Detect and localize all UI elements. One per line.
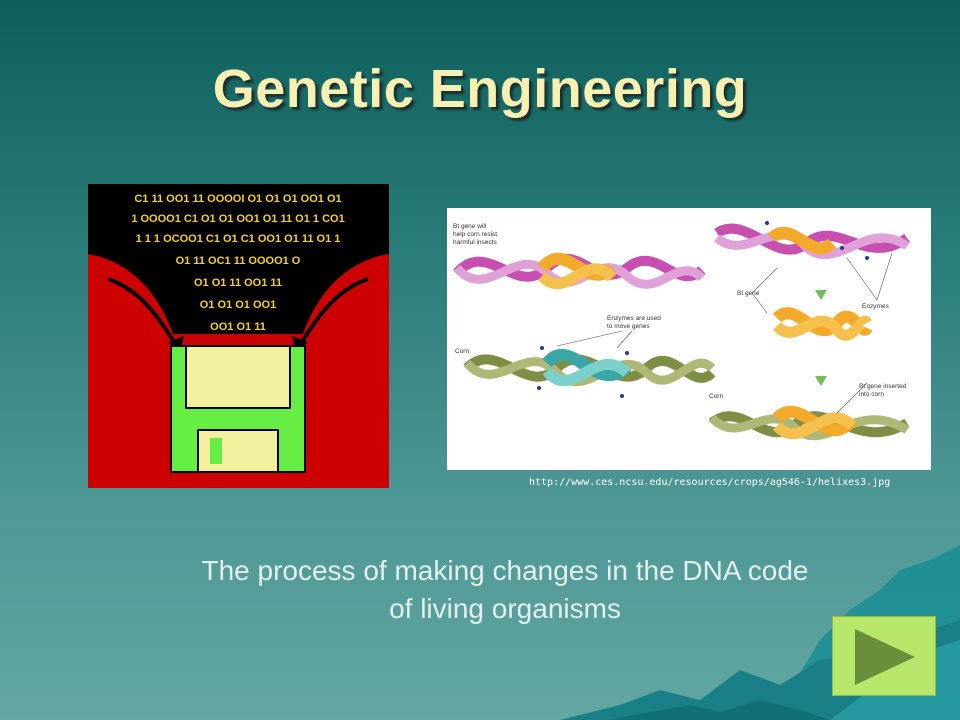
label-bt-gene-will: Bt gene will	[453, 223, 487, 230]
label-corn-right: Corn	[709, 393, 723, 400]
helix-right-bottom	[708, 405, 910, 441]
label-bt-gene: Bt gene	[737, 290, 760, 297]
binary-row: O1 O1 11 OO1 11	[194, 277, 282, 289]
label-to-move-genes: to move genes	[607, 323, 650, 330]
label-enzymes-used: Enzymes are used	[607, 315, 661, 322]
label-help-corn: help corn resist	[453, 231, 497, 238]
next-slide-button[interactable]	[832, 616, 936, 696]
floppy-disk-image: C1 11 OO1 11 OOOOI O1 O1 O1 OO1 O1 1 OOO…	[88, 184, 389, 488]
slide-subtitle: The process of making changes in the DNA…	[150, 552, 860, 628]
binary-row: 1 1 1 OCOO1 C1 O1 C1 OO1 O1 11 O1 1	[136, 233, 341, 245]
subtitle-line-1: The process of making changes in the DNA…	[201, 555, 809, 586]
label-enzymes: Enzymes	[862, 303, 889, 310]
binary-row: O1 O1 O1 OO1	[200, 299, 276, 311]
binary-row: C1 11 OO1 11 OOOOI O1 O1 O1 OO1 O1	[134, 193, 341, 205]
image-credit-url: http://www.ces.ncsu.edu/resources/crops/…	[529, 477, 891, 488]
slide-title: Genetic Engineering	[212, 59, 748, 119]
label-into-corn: into corn	[859, 391, 884, 398]
helix-top-left	[453, 252, 706, 289]
label-bt-inserted: Bt gene inserted	[859, 383, 907, 390]
helix-bottom-left	[463, 346, 716, 398]
helix-right-middle	[772, 290, 873, 386]
binary-row: 1 OOOO1 C1 O1 O1 OO1 O1 11 O1 1 CO1	[131, 213, 344, 225]
binary-row: O1 11 OC1 11 OOOO1 O	[176, 255, 301, 267]
helix-right-top	[714, 221, 910, 260]
dna-helix-diagram: Bt gene will help corn resist harmful in…	[447, 208, 931, 470]
subtitle-line-2: of living organisms	[389, 593, 621, 624]
play-arrow-icon	[855, 629, 915, 685]
label-harmful-insects: harmful insects	[453, 239, 497, 246]
binary-row: OO1 O1 11	[210, 321, 266, 333]
label-corn-left: Corn	[455, 348, 469, 355]
